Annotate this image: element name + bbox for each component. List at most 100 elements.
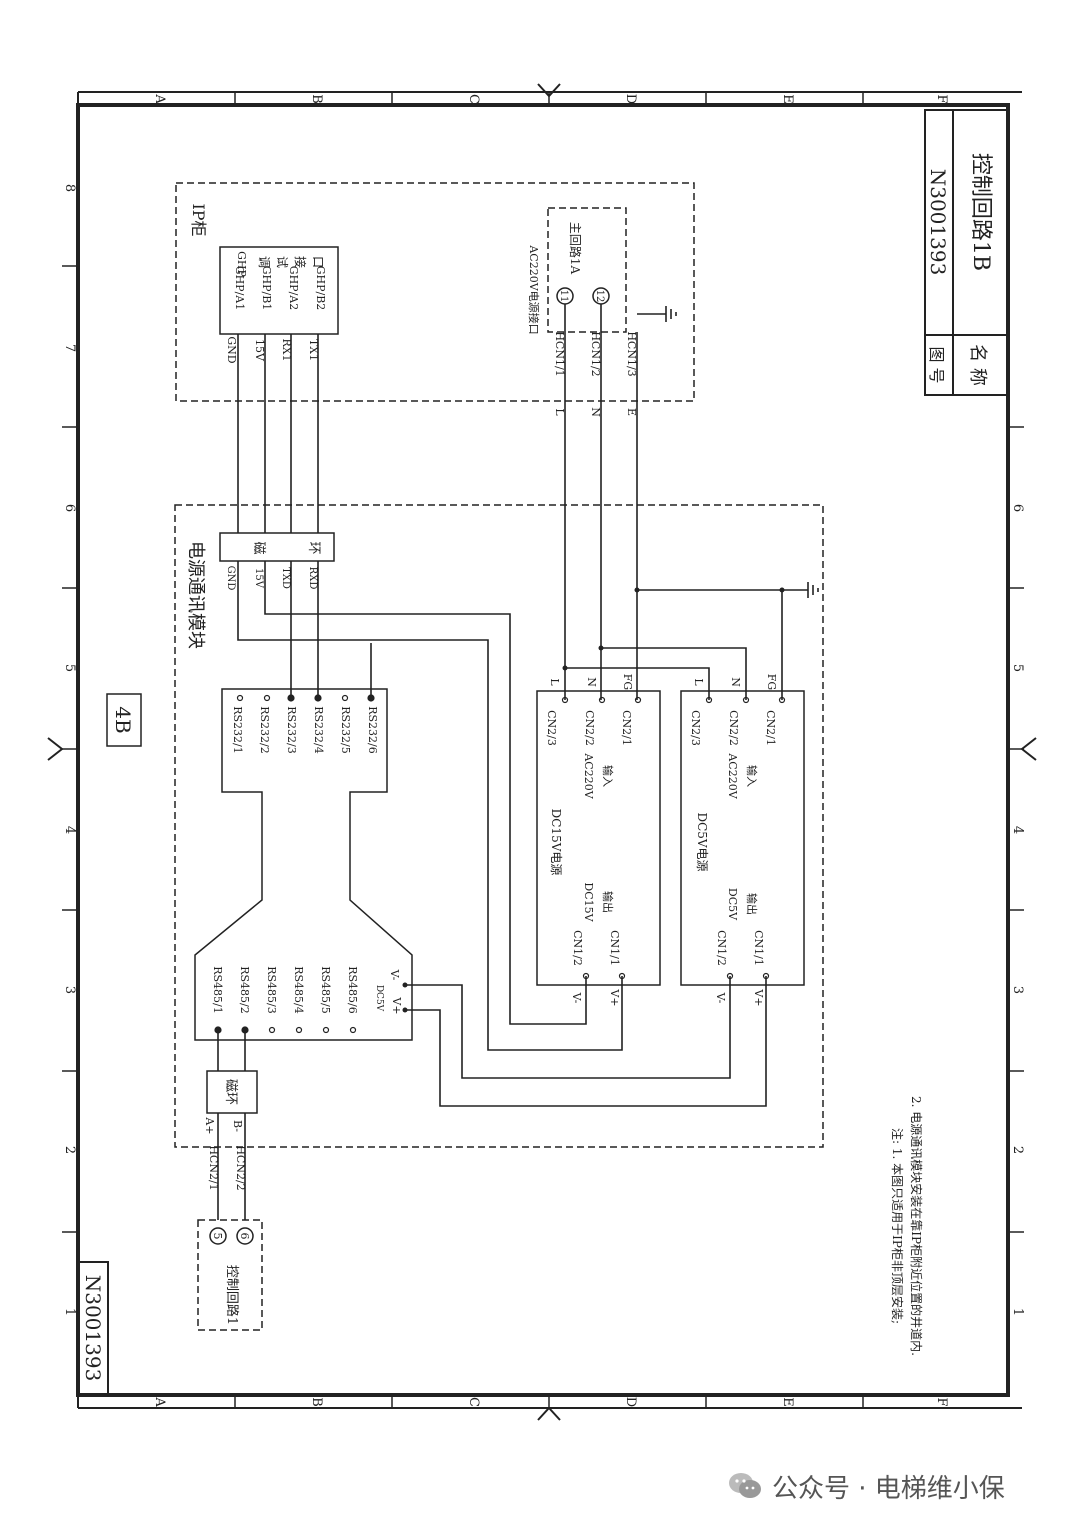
psu5-out-vminus: V- — [714, 992, 727, 1004]
wire-label-rx1: RX1 — [280, 338, 293, 361]
psu5-in-cn2-2: CN2/2 — [727, 710, 740, 746]
wiring — [217, 304, 808, 1220]
ghp-desc-ghp: GHP — [235, 251, 248, 277]
comm-board-outline — [194, 688, 413, 1041]
zone-letter-b: B — [309, 94, 324, 104]
rs232-4: RS232/4 — [312, 706, 325, 754]
zone-number-7: 7 — [62, 344, 77, 352]
ghp-desc-3: 接 — [293, 256, 308, 268]
zone-letter-f-bottom: F — [934, 1397, 949, 1406]
note-line-2: 2. 电源通讯模块安装在靠IP柜附近位置的井道内. — [909, 1096, 924, 1356]
rs232-6: RS232/6 — [366, 706, 379, 754]
hcn1-2-label: HCN1/2 — [589, 331, 602, 376]
sheet-tag-box — [106, 693, 142, 747]
magnetic-ring-bottom-label: 磁环 — [223, 1079, 238, 1105]
psu5-in-l: L — [692, 678, 705, 686]
ground-icon-module — [807, 582, 819, 598]
ip-cabinet-title: IP柜 — [189, 203, 208, 236]
ghp-desc-4: 口 — [311, 256, 325, 268]
control-circuit-frame — [197, 1219, 263, 1331]
psu15-ac: AC220V — [582, 752, 595, 799]
magnetic-ring-top — [219, 532, 335, 562]
a-plus-label: A+ — [203, 1116, 216, 1134]
hcn1-1-label: HCN1/1 — [553, 331, 566, 376]
terminal-12-label: 12 — [594, 290, 605, 303]
zone-letter-c-bottom: C — [466, 1397, 481, 1407]
ring-char-2: 环 — [306, 541, 321, 554]
wire-label-gnd: GND — [225, 336, 238, 363]
zone-number-3: 3 — [62, 986, 77, 994]
zone-number-3-right: 3 — [1010, 986, 1025, 994]
zone-letter-d: D — [623, 94, 638, 104]
psu-dc15v — [536, 690, 661, 986]
line-n-label: N — [589, 407, 602, 417]
zone-letter-e: E — [780, 94, 795, 104]
power-comm-module-title: 电源通讯模块 — [185, 541, 206, 649]
zone-number-4: 4 — [62, 826, 77, 834]
wire-junctions — [562, 587, 785, 671]
zone-letter-d-bottom: D — [623, 1397, 638, 1407]
psu5-dc-sub: 输出 — [745, 893, 759, 915]
zone-number-6: 6 — [62, 504, 77, 512]
rs232-1: RS232/1 — [231, 706, 244, 754]
dc5v-input-label: DC5V — [374, 985, 384, 1012]
power-comm-module-frame — [174, 504, 824, 1148]
ac220v-interface-label: AC220V电源接口 — [527, 244, 541, 334]
zone-letter-b-bottom: B — [309, 1397, 324, 1407]
psu15-out-vplus: V+ — [608, 988, 621, 1006]
psu5-in-cn2-3: CN2/3 — [689, 710, 702, 746]
line-l-label: L — [553, 408, 566, 416]
psu5-in-cn2-1: CN2/1 — [764, 710, 777, 746]
psu15-in-l: L — [548, 678, 561, 686]
psu15-in-cn2-1: CN2/1 — [620, 710, 633, 746]
zone-letter-a-bottom: A — [152, 1396, 167, 1407]
psu15-in-n: N — [585, 677, 598, 687]
wechat-icon — [729, 1473, 761, 1498]
hcn1-3-label: HCN1/3 — [625, 331, 638, 376]
ground-icon — [665, 306, 677, 322]
main-circuit-frame — [547, 207, 627, 333]
hcn2-2-label: HCN2/2 — [234, 1145, 247, 1190]
ghp-desc-2: 试 — [275, 256, 290, 268]
zone-letter-c: C — [466, 94, 481, 104]
zone-number-1: 1 — [62, 1308, 77, 1316]
ring-char-1: 磁 — [251, 541, 266, 554]
ring-wire-rxd: RXD — [307, 567, 318, 590]
ring-wire-15v: 15V — [253, 568, 264, 589]
drawing-number: N3001393 — [81, 1275, 105, 1382]
control-circuit-label: 控制回路1 — [224, 1265, 240, 1325]
rs485-3: RS485/3 — [265, 966, 278, 1014]
ring-wire-gnd: GND — [225, 566, 236, 591]
drawing-number-box — [77, 1261, 109, 1395]
magnetic-ring-bottom — [206, 1070, 258, 1114]
main-circuit-label: 主回路1A — [568, 222, 583, 275]
rs485-2: RS485/2 — [238, 966, 251, 1014]
rs485-5: RS485/5 — [319, 966, 332, 1014]
psu-dc5v — [680, 690, 805, 986]
psu5-out-cn1-1: CN1/1 — [752, 930, 765, 966]
vminus-label: V- — [388, 969, 401, 981]
rs232-3: RS232/3 — [285, 706, 298, 754]
psu5-name: DC5V电源 — [695, 812, 709, 871]
psu5-ac-sub: 输入 — [745, 765, 759, 787]
psu15-in-cn2-2: CN2/2 — [583, 710, 596, 746]
terminal-6 — [236, 1227, 254, 1245]
ghp-pin-b2: GHP/B2 — [314, 266, 327, 311]
wire-label-tx1: TX1 — [307, 339, 320, 361]
terminal-11-label: 11 — [558, 290, 569, 303]
zone-number-2-right: 2 — [1010, 1146, 1025, 1154]
line-e-label: E — [625, 408, 638, 416]
psu15-in-fg: FG — [621, 674, 634, 690]
psu15-out-cn1-2: CN1/2 — [571, 930, 584, 966]
zone-letter-f: F — [934, 94, 949, 103]
vplus-label: V+ — [390, 996, 403, 1014]
psu5-out-cn1-2: CN1/2 — [715, 930, 728, 966]
zone-letter-e-bottom: E — [780, 1397, 795, 1407]
psu5-in-fg: FG — [765, 674, 778, 690]
zone-number-4-right: 4 — [1010, 826, 1025, 834]
sheet-tag: 4B — [111, 706, 135, 733]
psu15-dc: DC15V — [582, 882, 595, 922]
psu5-in-n: N — [729, 677, 742, 687]
terminal-5-label: 5 — [211, 1233, 224, 1240]
